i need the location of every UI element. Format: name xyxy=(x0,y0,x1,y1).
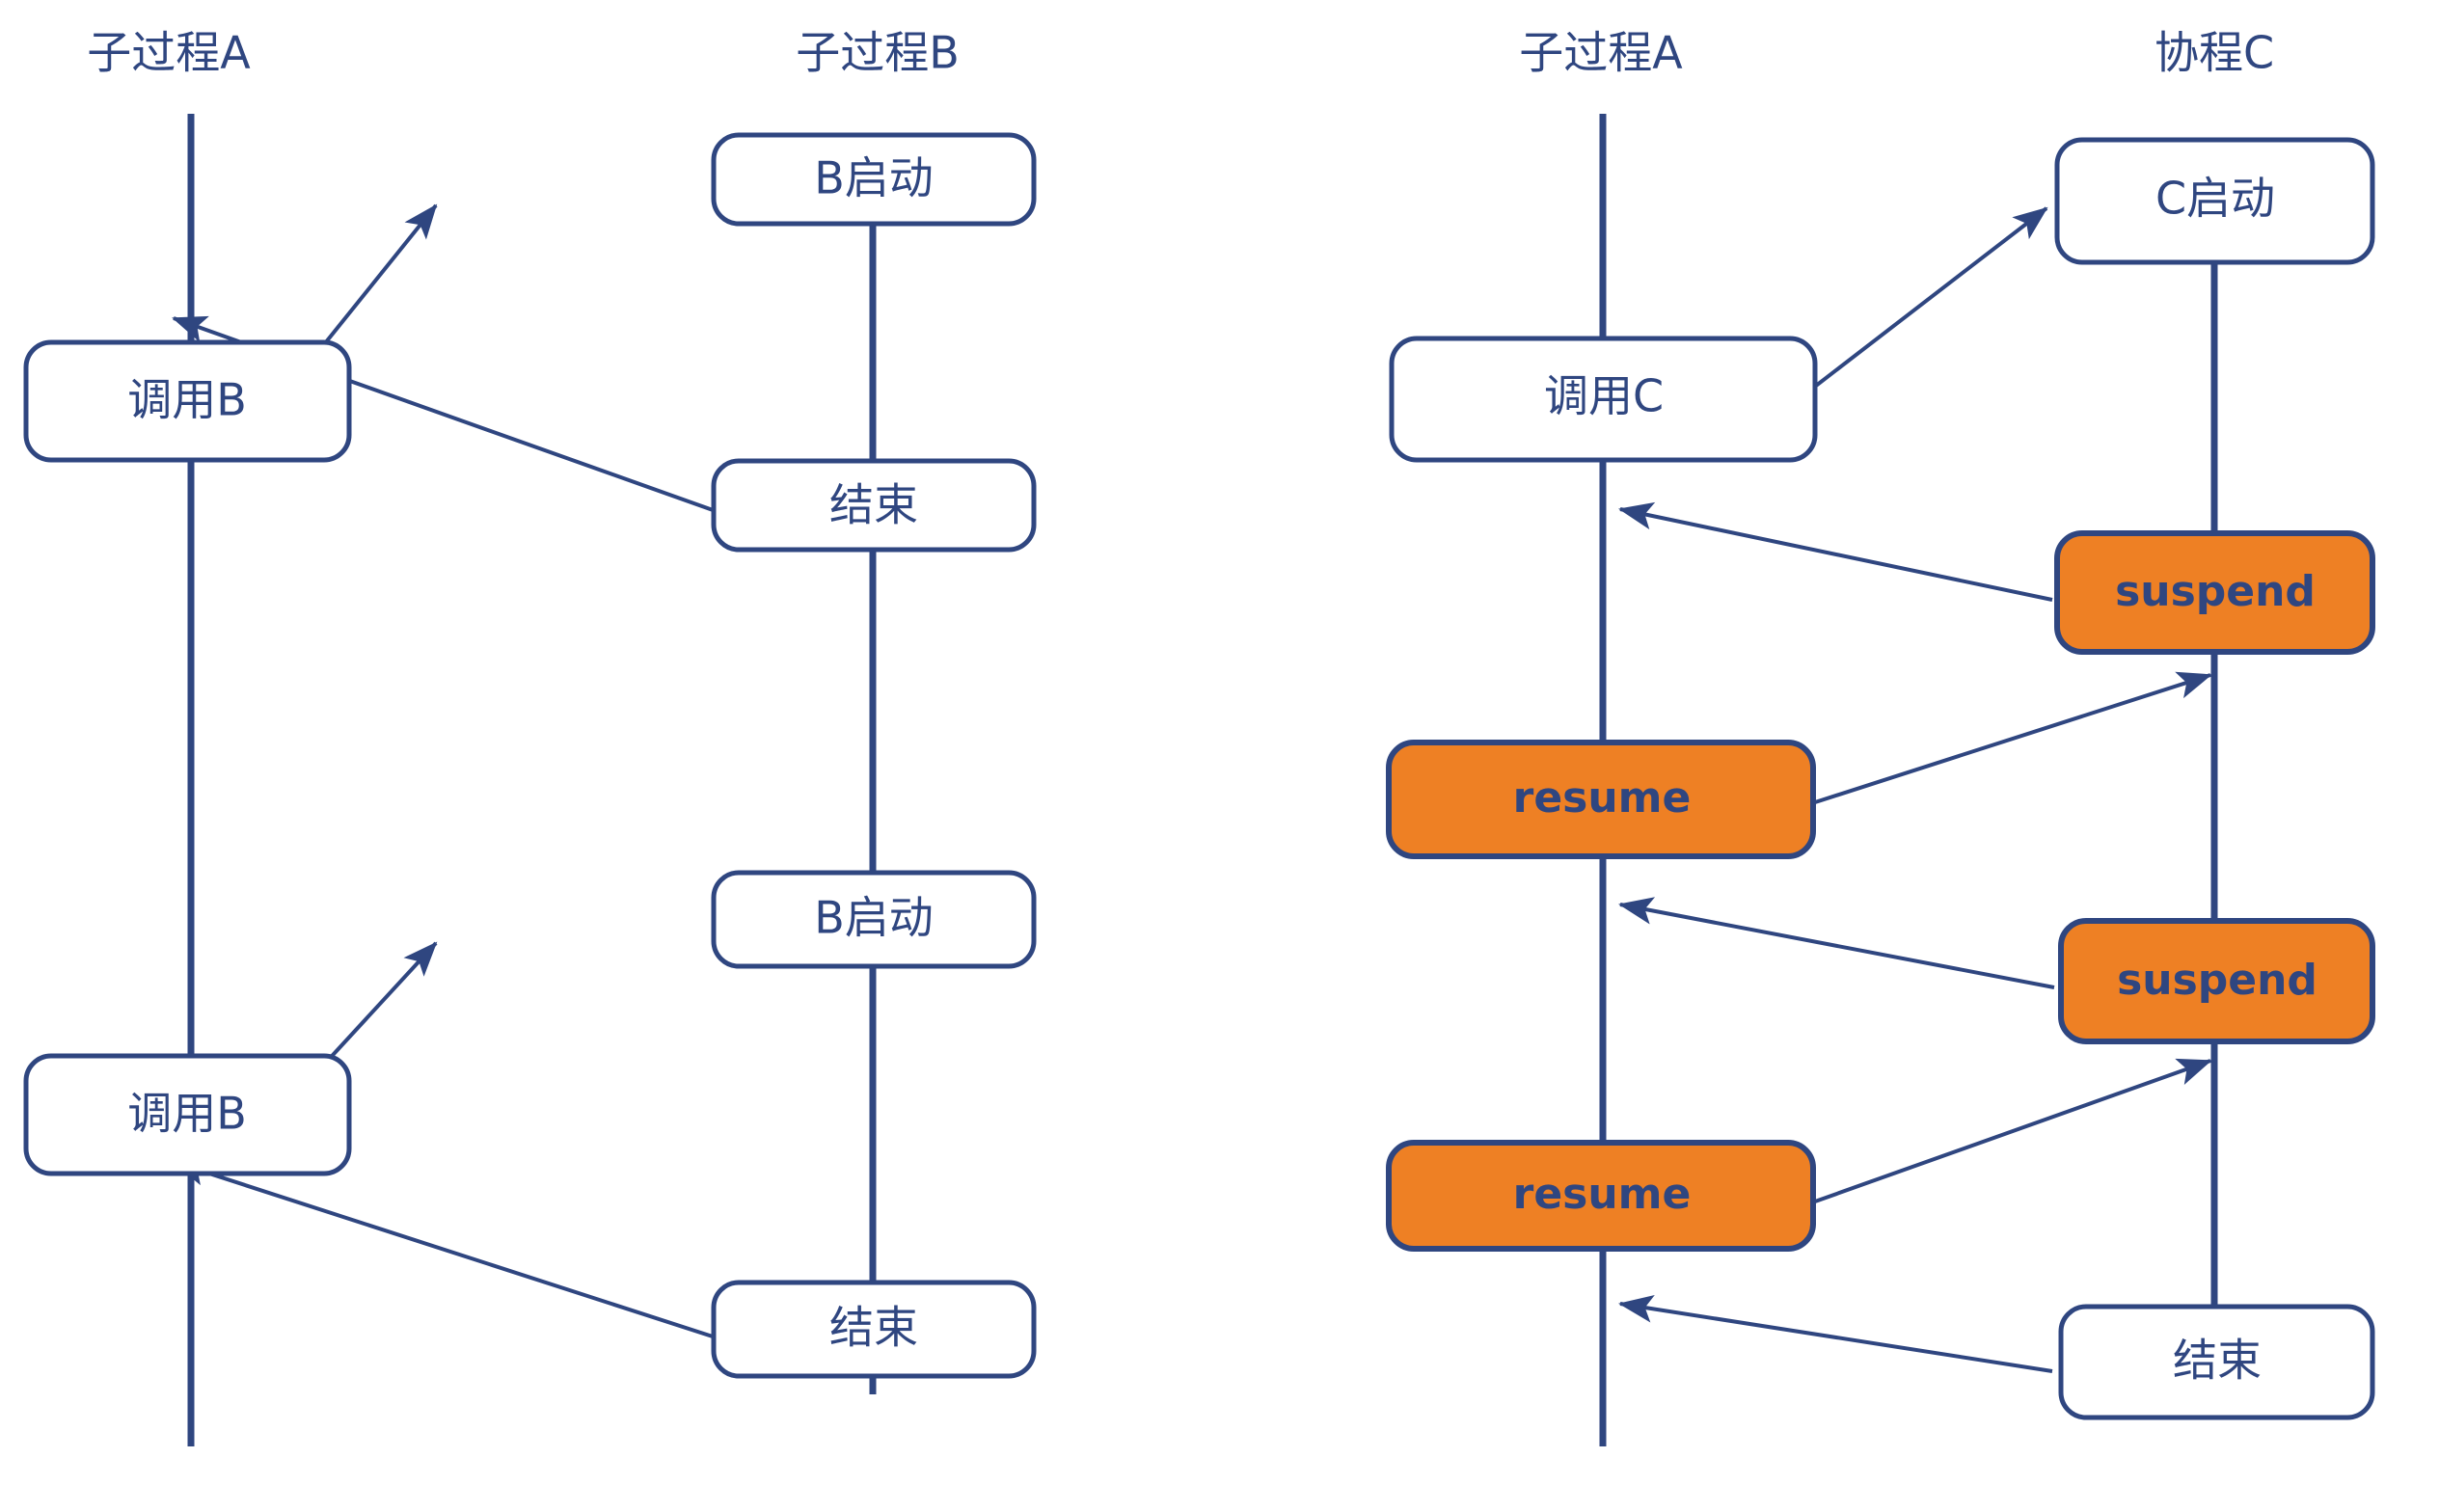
message-call-c xyxy=(1802,206,2048,397)
lane-title-coroutine-c: 协程C xyxy=(2154,27,2274,79)
message-resume-1-to-c xyxy=(1814,671,2212,804)
panel-subroutine: 子过程A 子过程B B启动 调用B 结束 xyxy=(23,27,1037,1446)
node-end-1-label: 结束 xyxy=(829,479,918,531)
node-end-1-box[interactable] xyxy=(711,458,1037,553)
node-c-start-label: C启动 xyxy=(2155,173,2275,225)
node-call-b-2-label: 调用B xyxy=(127,1088,247,1140)
message-suspend-2-to-a xyxy=(1618,897,2055,989)
node-b-start-2-box[interactable] xyxy=(711,870,1037,969)
message-return-b-2 xyxy=(172,1158,717,1339)
node-suspend-2-box[interactable] xyxy=(2058,918,2375,1044)
node-call-c-label: 调用C xyxy=(1544,370,1664,422)
node-b-start-2[interactable]: B启动 xyxy=(711,870,1037,969)
node-end-c[interactable]: 结束 xyxy=(2058,1304,2375,1420)
node-call-c[interactable]: 调用C xyxy=(1389,336,1818,463)
lane-title-subroutine-a: 子过程A xyxy=(87,27,251,79)
node-resume-1-box[interactable] xyxy=(1386,740,1816,859)
message-suspend-1-to-a xyxy=(1618,501,2053,602)
node-call-b-1-label: 调用B xyxy=(127,374,247,426)
lane-title-coroutine-a: 子过程A xyxy=(1519,27,1683,79)
node-suspend-1-box[interactable] xyxy=(2054,530,2375,655)
node-suspend-2[interactable]: suspend xyxy=(2058,918,2375,1044)
node-resume-1-label: resume xyxy=(1513,773,1692,823)
node-call-b-1-box[interactable] xyxy=(23,339,352,463)
node-b-start-1-label: B启动 xyxy=(814,152,934,204)
node-resume-2[interactable]: resume xyxy=(1386,1140,1816,1252)
node-end-c-label: 结束 xyxy=(2173,1335,2262,1387)
node-end-1[interactable]: 结束 xyxy=(711,458,1037,553)
node-c-start[interactable]: C启动 xyxy=(2054,137,2375,265)
node-end-c-box[interactable] xyxy=(2058,1304,2375,1420)
panel-coroutine: 子过程A 协程C C启动 调用C xyxy=(1386,27,2375,1446)
node-b-start-2-label: B启动 xyxy=(814,892,934,944)
node-resume-1[interactable]: resume xyxy=(1386,740,1816,859)
node-suspend-1[interactable]: suspend xyxy=(2054,530,2375,655)
message-resume-2-to-c xyxy=(1814,1058,2212,1203)
node-b-start-1-box[interactable] xyxy=(711,132,1037,227)
node-resume-2-box[interactable] xyxy=(1386,1140,1816,1252)
node-call-c-box[interactable] xyxy=(1389,336,1818,463)
node-suspend-2-label: suspend xyxy=(2117,956,2317,1005)
node-suspend-1-label: suspend xyxy=(2115,567,2316,616)
node-call-b-2-box[interactable] xyxy=(23,1053,352,1176)
node-call-b-1[interactable]: 调用B xyxy=(23,339,352,463)
message-end-c-to-a xyxy=(1618,1295,2053,1373)
node-end-2-label: 结束 xyxy=(829,1302,918,1354)
node-c-start-box[interactable] xyxy=(2054,137,2375,265)
node-end-2-box[interactable] xyxy=(711,1280,1037,1379)
node-resume-2-label: resume xyxy=(1513,1170,1692,1219)
lane-title-subroutine-b: 子过程B xyxy=(796,27,960,79)
node-call-b-2[interactable]: 调用B xyxy=(23,1053,352,1176)
node-b-start-1[interactable]: B启动 xyxy=(711,132,1037,227)
node-end-2[interactable]: 结束 xyxy=(711,1280,1037,1379)
